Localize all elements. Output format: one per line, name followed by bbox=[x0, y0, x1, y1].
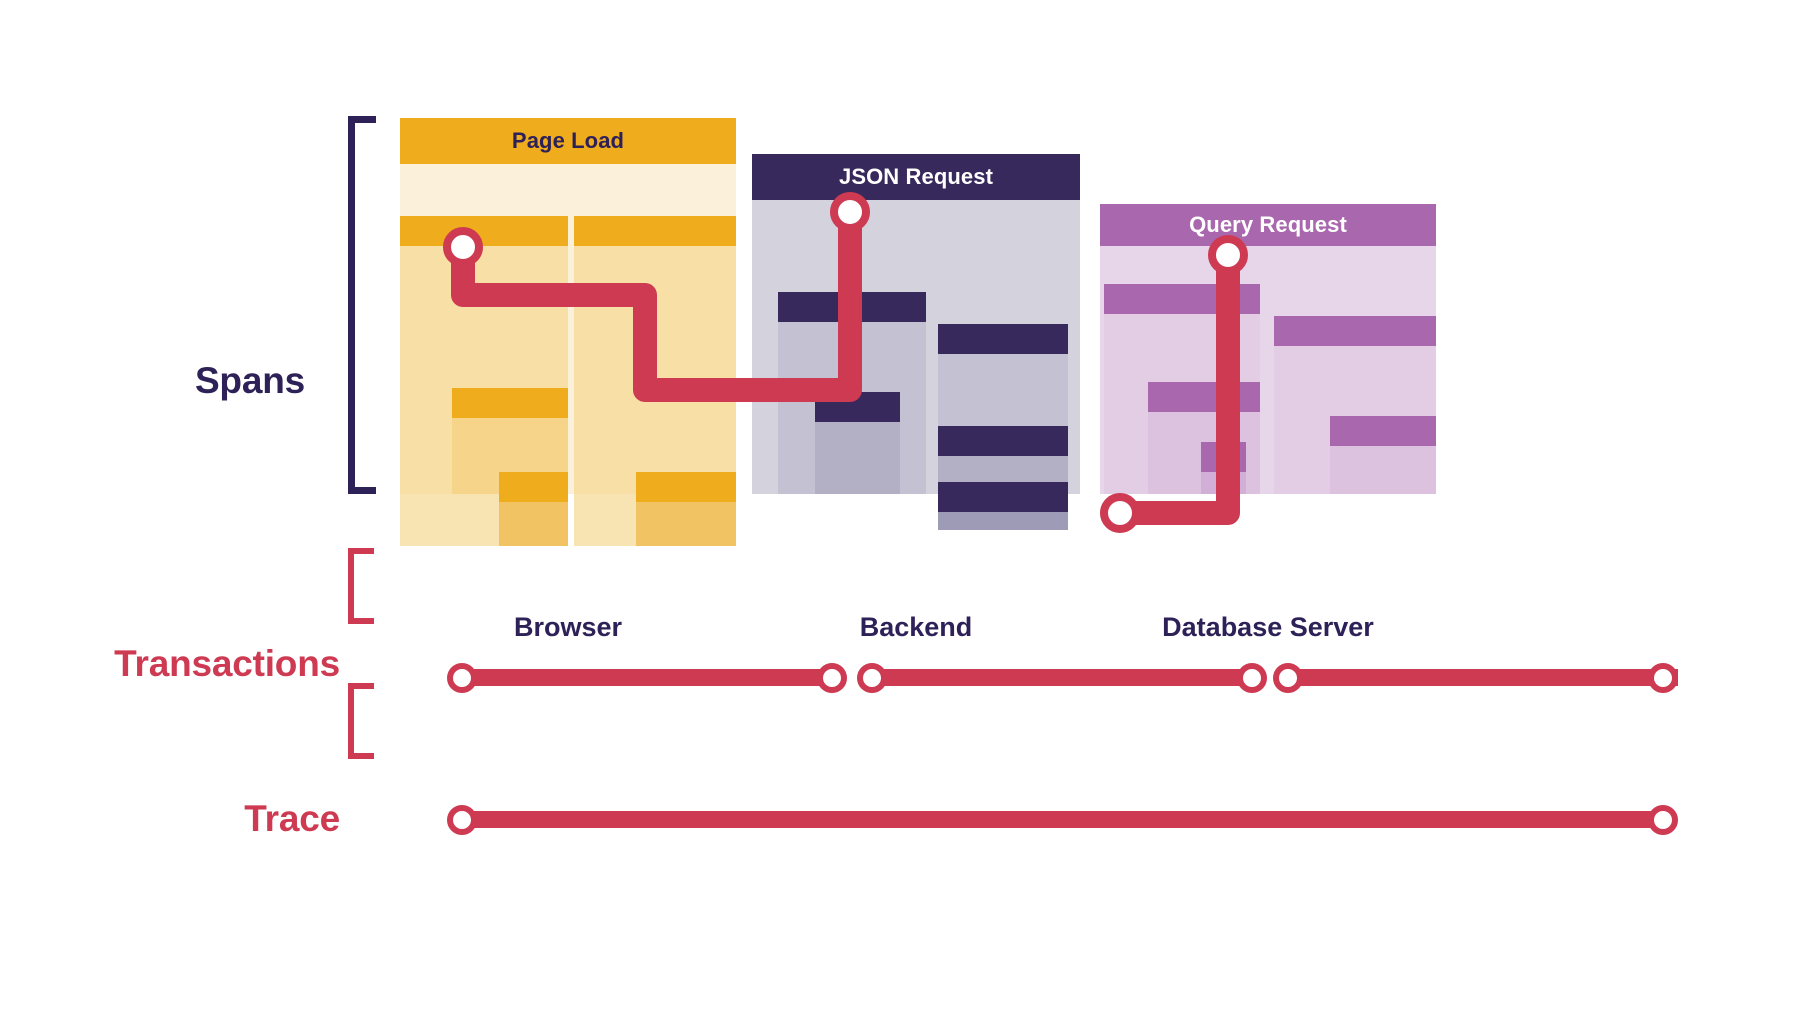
span-bar-cap bbox=[499, 472, 568, 502]
service-caption-backend: Backend bbox=[859, 612, 973, 642]
span-bar-cap bbox=[938, 426, 1068, 456]
service-body-backend bbox=[752, 200, 1080, 530]
trace-timeline bbox=[0, 790, 1800, 850]
connector-node-backend-start bbox=[1100, 493, 1140, 533]
transactions-row-label: Transactions bbox=[114, 643, 340, 684]
span-bar-cap bbox=[1104, 284, 1260, 314]
service-group-backend: JSON Request bbox=[752, 154, 1080, 530]
span-bar-cap bbox=[1274, 316, 1436, 346]
trace-node-end[interactable] bbox=[1648, 805, 1678, 835]
transaction-segment-browser[interactable] bbox=[462, 669, 832, 686]
span-bar-level2 bbox=[815, 392, 900, 494]
span-bar-level3 bbox=[938, 482, 1068, 530]
span-bar-level3 bbox=[499, 472, 568, 546]
trace-row-label: Trace bbox=[244, 798, 340, 839]
span-bar-cap bbox=[400, 216, 568, 246]
span-bar-level2 bbox=[1330, 416, 1436, 494]
transaction-node-browser-start[interactable] bbox=[447, 663, 477, 693]
transaction-node-backend-start[interactable] bbox=[857, 663, 887, 693]
spans-row-label: Spans bbox=[194, 360, 305, 401]
span-bar-cap bbox=[636, 472, 736, 502]
service-group-database: Query Request bbox=[1100, 204, 1436, 494]
span-subcolumn bbox=[938, 200, 1080, 530]
span-subcolumn bbox=[1270, 246, 1436, 494]
span-header-json-request: JSON Request bbox=[752, 154, 1080, 200]
span-subcolumn bbox=[752, 200, 938, 494]
service-group-browser: Page Load bbox=[400, 118, 736, 546]
transactions-timeline bbox=[0, 648, 1800, 708]
span-bar-cap bbox=[815, 392, 900, 422]
trace-node-start[interactable] bbox=[447, 805, 477, 835]
span-bar-cap bbox=[938, 324, 1068, 354]
span-bar-cap bbox=[1330, 416, 1436, 446]
span-bar-fill bbox=[1330, 446, 1436, 494]
transactions-bracket bbox=[348, 548, 374, 624]
span-bar-fill bbox=[499, 502, 568, 546]
trace-segment[interactable] bbox=[462, 811, 1652, 828]
service-caption-browser: Browser bbox=[513, 612, 623, 642]
span-subcolumn bbox=[1100, 246, 1270, 494]
span-bar-cap bbox=[938, 482, 1068, 512]
span-bar-cap bbox=[1201, 442, 1246, 472]
spans-bracket bbox=[348, 116, 376, 494]
transaction-node-browser-end[interactable] bbox=[817, 663, 847, 693]
transaction-node-backend-end[interactable] bbox=[1237, 663, 1267, 693]
service-caption-database: Database Server bbox=[1162, 612, 1374, 642]
span-bar-fill bbox=[636, 502, 736, 546]
span-bar-fill bbox=[1201, 472, 1246, 494]
span-bar-cap bbox=[574, 216, 736, 246]
span-bar-fill bbox=[574, 246, 736, 494]
span-header-query-request: Query Request bbox=[1100, 204, 1436, 246]
service-body-database bbox=[1100, 246, 1436, 494]
transaction-node-database-end[interactable] bbox=[1648, 663, 1678, 693]
span-subcolumn bbox=[574, 216, 736, 546]
span-bar-cap bbox=[778, 292, 926, 322]
span-bar-level3 bbox=[1201, 442, 1246, 494]
span-bar-level3 bbox=[636, 472, 736, 546]
trace-bracket bbox=[348, 683, 374, 759]
span-bar-fill bbox=[938, 512, 1068, 530]
span-bar-cap bbox=[1148, 382, 1260, 412]
service-body-browser bbox=[400, 164, 736, 546]
span-header-page-load: Page Load bbox=[400, 118, 736, 164]
span-subcolumn bbox=[400, 216, 568, 546]
transaction-node-database-start[interactable] bbox=[1273, 663, 1303, 693]
transaction-segment-database[interactable] bbox=[1288, 669, 1678, 686]
span-bar-cap bbox=[452, 388, 568, 418]
span-bar-fill bbox=[815, 422, 900, 494]
transaction-segment-backend[interactable] bbox=[872, 669, 1252, 686]
span-bar-level1 bbox=[574, 216, 736, 494]
